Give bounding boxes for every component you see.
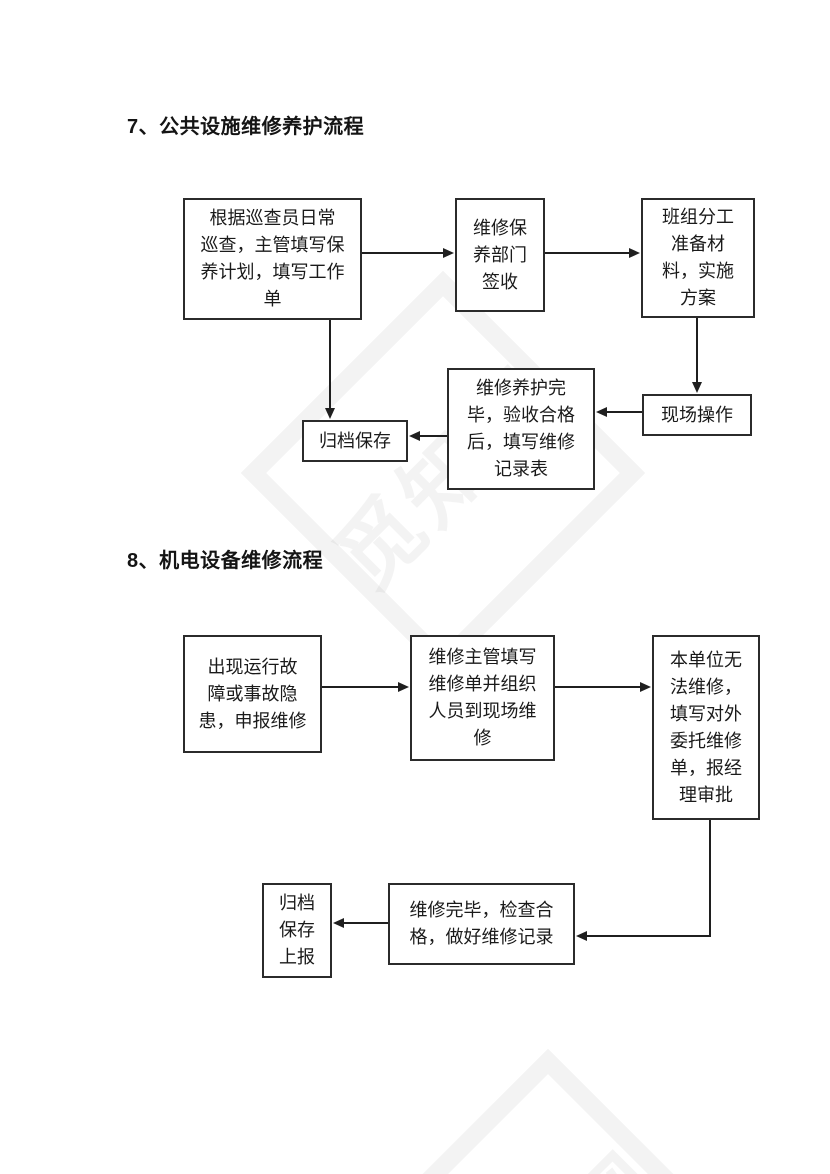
flow2-node-supervisor-dispatch: 维修主管填写 维修单并组织 人员到现场维 修 — [410, 635, 555, 761]
flow2-node-outsource-approval: 本单位无 法维修， 填写对外 委托维修 单，报经 理审批 — [652, 635, 760, 820]
flow1-node-dept-signoff: 维修保 养部门 签收 — [455, 198, 545, 312]
flow1-node-daily-inspection-plan: 根据巡查员日常 巡查，主管填写保 养计划，填写工作 单 — [183, 198, 362, 320]
flow1-node-archive: 归档保存 — [302, 420, 408, 462]
flow2-node-repair-record: 维修完毕，检查合 格，做好维修记录 — [388, 883, 575, 965]
flow1-node-onsite-operation: 现场操作 — [642, 394, 752, 436]
flow2-node-archive-report: 归档 保存 上报 — [262, 883, 332, 978]
section-title-8: 8、机电设备维修流程 — [127, 550, 324, 572]
flow1-node-acceptance-record: 维修养护完 毕，验收合格 后，填写维修 记录表 — [447, 368, 595, 490]
flow2-node-fault-report: 出现运行故 障或事故隐 患，申报维修 — [183, 635, 322, 753]
section-title-7: 7、公共设施维修养护流程 — [127, 116, 365, 138]
flow1-node-team-preparation: 班组分工 准备材 料，实施 方案 — [641, 198, 755, 318]
